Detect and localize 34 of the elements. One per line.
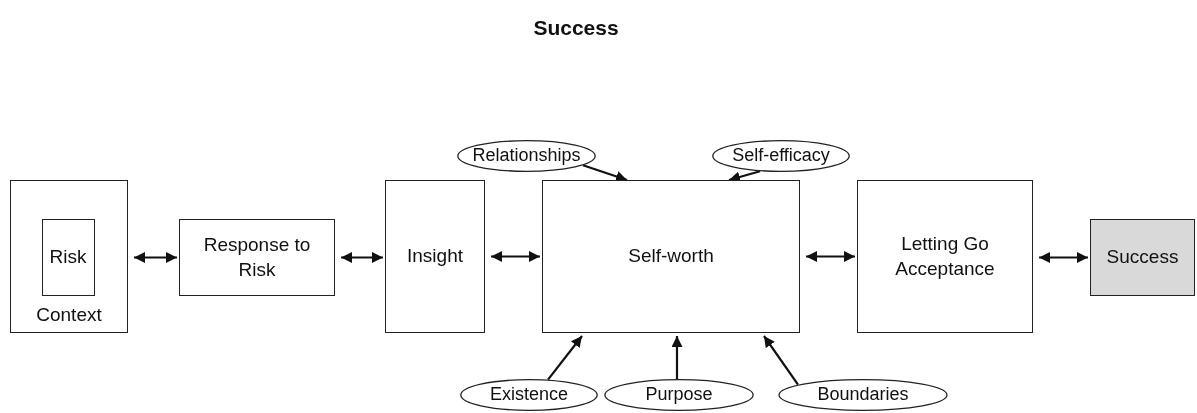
process-box	[857, 180, 1033, 333]
double-arrow	[806, 251, 855, 262]
double-arrow	[134, 252, 177, 263]
factor-ellipse	[460, 379, 598, 411]
node-label: Letting Go Acceptance	[894, 231, 996, 281]
arrow	[671, 336, 683, 379]
double-arrow	[1039, 252, 1088, 263]
process-box	[542, 180, 800, 333]
node-label: Relationships	[472, 144, 581, 168]
node-label: Risk	[49, 244, 87, 269]
process-box	[385, 180, 485, 333]
arrow	[763, 335, 799, 386]
factor-ellipse	[712, 140, 850, 172]
node-label: Response to Risk	[202, 232, 312, 282]
node-label: Success	[1106, 245, 1179, 270]
factor-ellipse	[457, 140, 596, 172]
factor-ellipse	[604, 379, 754, 411]
double-arrow	[491, 251, 540, 262]
double-arrow	[341, 252, 383, 263]
process-box	[10, 180, 128, 333]
factor-ellipse	[778, 379, 948, 411]
process-box	[179, 219, 335, 296]
node-label: Existence	[489, 383, 568, 407]
node-label: Purpose	[645, 383, 713, 407]
process-box	[41, 218, 95, 296]
node-label: Context	[35, 303, 103, 328]
process-box	[1090, 219, 1195, 296]
arrow	[582, 164, 628, 182]
node-label: Self-worth	[628, 244, 714, 269]
node-label: Boundaries	[817, 383, 909, 407]
node-label: Insight	[407, 244, 463, 269]
arrow	[547, 335, 583, 381]
node-label: Self-efficacy	[732, 144, 830, 168]
diagram-title: Success	[532, 16, 620, 40]
